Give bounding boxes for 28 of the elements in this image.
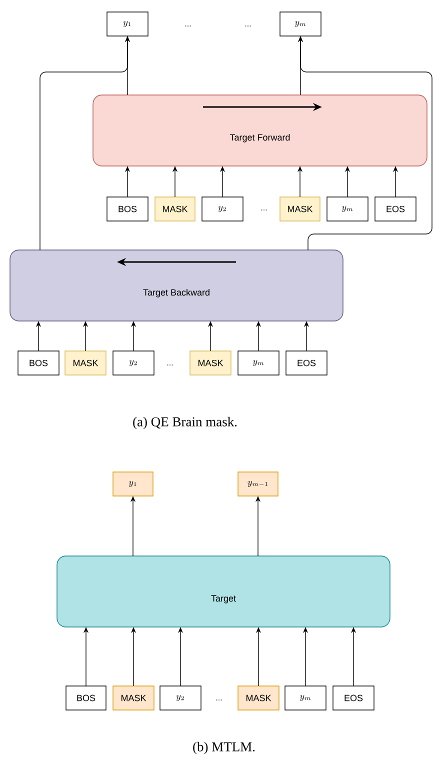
encoder-box: Target: [56, 556, 390, 628]
token-box: $y_2$: [112, 350, 154, 376]
token-box: $y_m$: [326, 196, 368, 222]
mask-token-box: MASK: [154, 196, 196, 222]
output-box: $y_{m-1}$: [238, 472, 278, 496]
output-box: MASK: [112, 686, 154, 710]
token-box: BOS: [18, 350, 60, 376]
token-box: $y_m$: [284, 686, 326, 710]
output-box: MASK: [238, 686, 280, 710]
output-box: $y_1$: [112, 472, 154, 496]
mask-token-box: MASK: [280, 196, 320, 222]
token-box: EOS: [286, 350, 328, 376]
token-box: $y_m$: [238, 350, 280, 376]
token-box: EOS: [332, 686, 374, 710]
subfigure-caption: (a) QE Brain mask.: [133, 416, 237, 430]
token-box: BOS: [106, 196, 148, 222]
ellipsis: ...: [167, 364, 173, 366]
token-box: $y_1$: [106, 12, 148, 36]
token-box: $y_2$: [160, 686, 202, 710]
encoder-box: Target Backward: [10, 250, 344, 322]
token-box: $y_2$: [202, 196, 244, 222]
mask-token-box: MASK: [190, 350, 232, 376]
encoder-box: Target Forward: [92, 94, 428, 166]
mask-token-box: MASK: [64, 350, 106, 376]
subfigure-caption: (b) MTLM.: [193, 742, 255, 754]
token-box: $y_m$: [280, 12, 322, 36]
token-box: EOS: [374, 196, 416, 222]
token-box: BOS: [66, 686, 106, 710]
